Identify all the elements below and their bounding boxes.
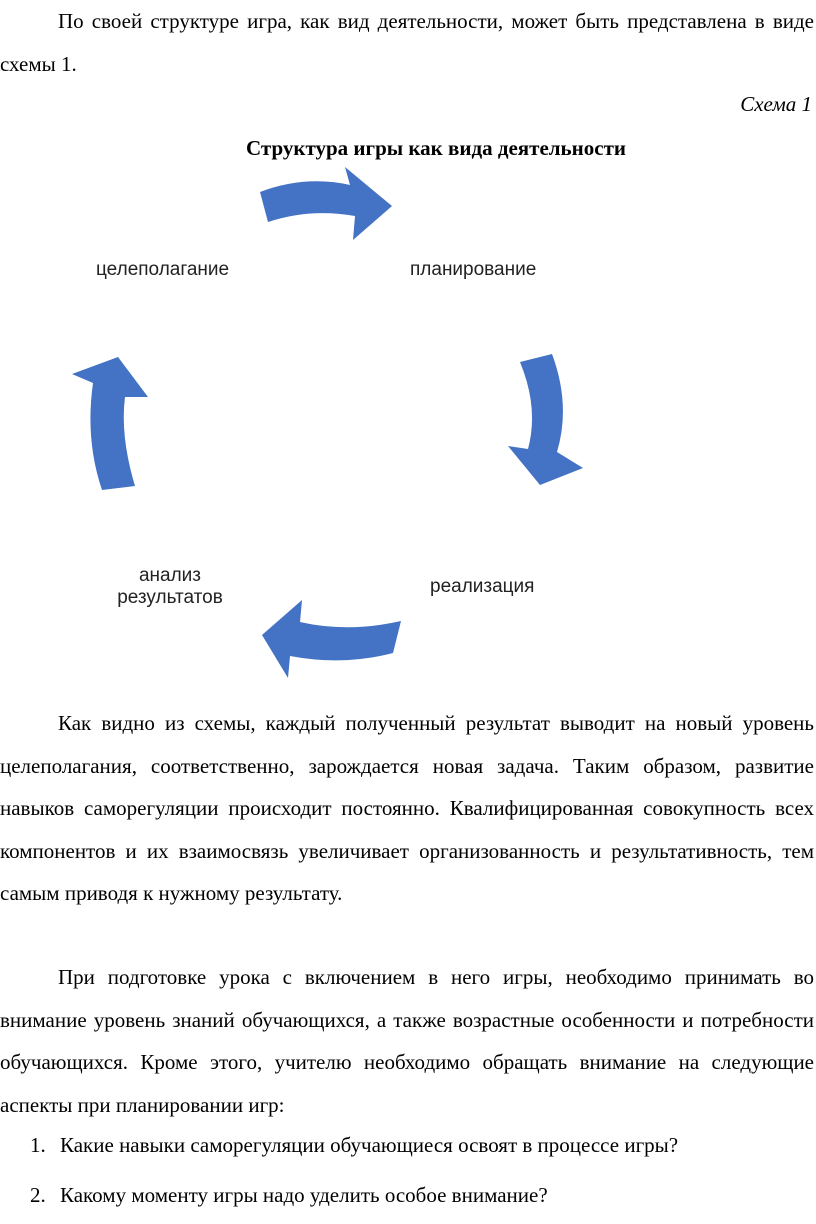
list-item-text: Какому моменту игры надо уделить особое … [60,1183,548,1207]
list-item: 1. Какие навыки саморегуляции обучающиес… [0,1124,816,1174]
arrow-goal-to-planning [260,167,392,240]
intro-paragraph: По своей структуре игра, как вид деятель… [0,9,814,76]
cycle-diagram: целеполагание планирование реализация ан… [0,150,816,700]
arrow-analysis-to-goal [72,357,148,490]
node-goal-setting: целеполагание [96,259,230,280]
list-item: 2. Какому моменту игры надо уделить особ… [0,1174,816,1224]
list-item-number: 1. [30,1133,46,1157]
scheme-title: Структура игры как вида деятельности [246,136,626,160]
node-analysis-line2: результатов [117,587,223,608]
arrow-planning-to-implementation [508,354,583,485]
arrow-implementation-to-analysis [262,600,401,678]
paragraph-1: Как видно из схемы, каждый полученный ре… [0,711,814,905]
node-implementation: реализация [430,576,535,597]
questions-list: 1. Какие навыки саморегуляции обучающиес… [0,1124,816,1224]
paragraph-2: При подготовке урока с включением в него… [0,965,814,1117]
scheme-label: Схема 1 [740,92,812,116]
list-item-text: Какие навыки саморегуляции обучающиеся о… [60,1133,679,1157]
list-item-number: 2. [30,1183,46,1207]
node-planning: планирование [410,259,537,280]
node-analysis-line1: анализ [138,565,202,586]
cycle-arrows [72,167,583,678]
node-analysis: анализ результатов [108,565,232,609]
